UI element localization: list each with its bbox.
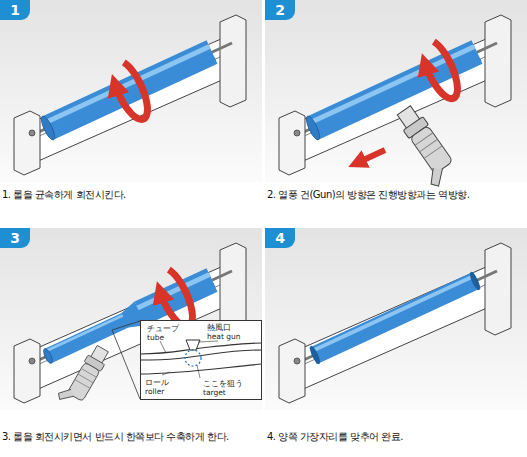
callout-label: チューブ <box>147 324 179 333</box>
heat-gun <box>387 103 460 189</box>
panel <box>265 0 527 189</box>
roller-stand <box>14 111 40 175</box>
direction-arrow <box>357 150 385 163</box>
step-number: 3 <box>0 228 30 248</box>
callout-label: ここを狙う <box>203 379 243 388</box>
callout-label: 熱風口 <box>207 323 231 332</box>
roller-stand <box>291 243 511 390</box>
panel <box>265 228 527 410</box>
callout-label: heat gun <box>207 332 241 341</box>
finished-tube <box>308 271 482 366</box>
callout-label: tube <box>147 333 164 342</box>
callout-label: ロール <box>145 378 169 387</box>
panel <box>0 0 262 182</box>
detail-inset: チューブtube 熱風口heat gun ロールroller ここを狙うtarget <box>140 320 262 400</box>
callout-label: roller <box>145 387 164 396</box>
panel-background <box>0 228 262 410</box>
callout-label: target <box>203 388 226 397</box>
step-caption: 2. 열풍 건(Gun)의 방향은 진행방향과는 역방향. <box>267 188 525 201</box>
panel-background <box>0 0 262 182</box>
step-caption: 1. 롤을 균속하게 회전시킨다. <box>2 188 264 201</box>
tube-roller <box>39 47 216 142</box>
rotation-arrow <box>160 270 192 327</box>
heat-gun <box>56 341 111 411</box>
roller-stand <box>26 15 246 162</box>
step-number-text: 1 <box>10 2 20 18</box>
roller-stand <box>14 339 40 403</box>
step-caption: 4. 양쪽 가장자리를 맞추어 완료. <box>267 430 525 443</box>
rotation-arrow <box>115 62 147 119</box>
detail-sketch <box>140 320 262 400</box>
step-number-text: 2 <box>275 2 285 18</box>
step-number: 2 <box>265 0 295 20</box>
panel-background <box>265 0 527 182</box>
roller-stand <box>279 111 305 175</box>
step-number: 1 <box>0 0 30 20</box>
step-number-text: 4 <box>275 230 285 246</box>
roller-stand <box>291 15 511 162</box>
rotation-arrow <box>425 42 457 99</box>
roller-stand <box>279 339 305 403</box>
step-number-text: 3 <box>10 230 20 246</box>
panel <box>0 228 262 410</box>
step-number: 4 <box>265 228 295 248</box>
panel-background <box>265 228 527 410</box>
step-caption: 3. 롤을 회전시키면서 반드시 한쪽보다 수축하게 한다. <box>2 430 264 443</box>
leader-line <box>112 321 140 399</box>
